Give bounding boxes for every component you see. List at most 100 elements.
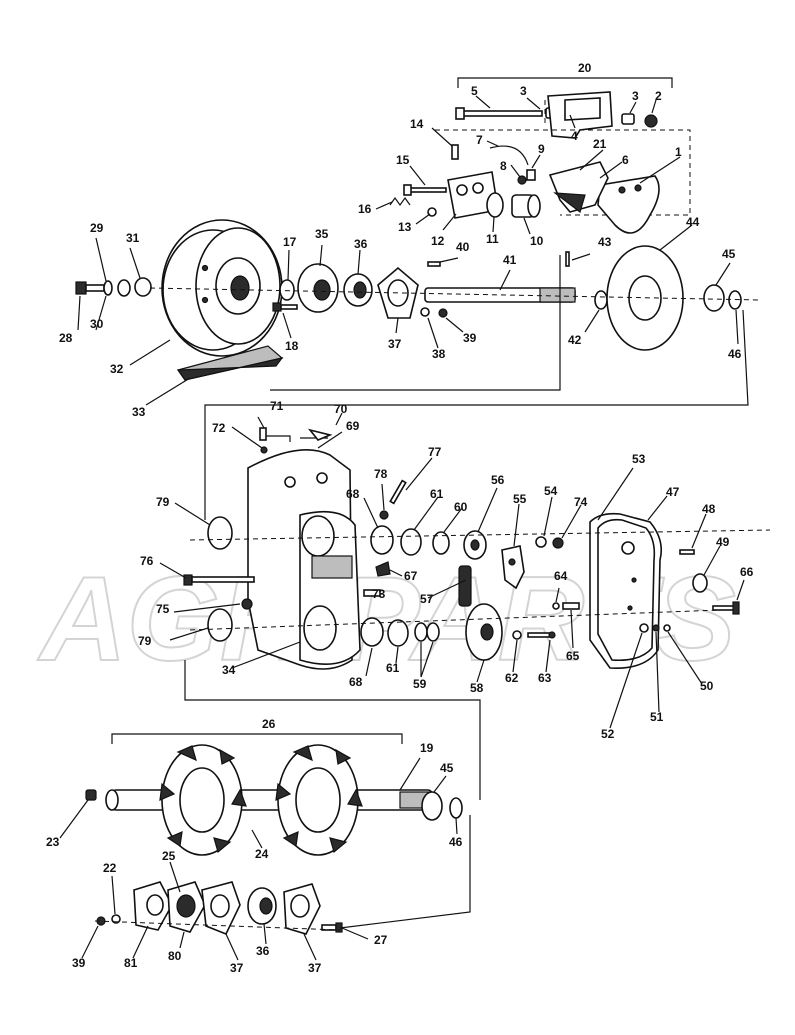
screw-43[interactable]	[565, 251, 570, 267]
fitting-67[interactable]	[375, 561, 391, 577]
bearing-60[interactable]	[432, 531, 450, 555]
jackshaft-41[interactable]	[424, 287, 576, 303]
chaincase-34[interactable]	[299, 510, 361, 666]
pin-73[interactable]	[363, 589, 381, 597]
flange-37-bottom-right[interactable]	[283, 883, 321, 935]
brake-pad-11[interactable]	[486, 192, 504, 218]
tensioner-55[interactable]	[501, 545, 525, 590]
label-41: 41	[503, 253, 517, 267]
spring-16[interactable]	[389, 196, 411, 207]
chaincase-cover-1[interactable]	[597, 175, 660, 234]
label-5: 5	[471, 84, 478, 98]
shaft-65[interactable]	[562, 602, 580, 610]
screw-18[interactable]	[272, 302, 298, 312]
washer-30[interactable]	[117, 279, 131, 297]
bolt-77[interactable]	[389, 479, 407, 505]
key-40[interactable]	[427, 261, 441, 267]
sprocket-58[interactable]	[465, 603, 503, 661]
bearing-68-top[interactable]	[370, 525, 394, 555]
label-15: 15	[396, 153, 410, 167]
nut-39-top[interactable]	[438, 308, 448, 318]
ring-61-top[interactable]	[400, 528, 422, 556]
chain-57[interactable]	[458, 565, 472, 607]
brake-arm-6[interactable]	[548, 161, 609, 214]
label-62: 62	[505, 671, 519, 685]
washer-64[interactable]	[552, 602, 560, 610]
bearing-36-top[interactable]	[343, 273, 373, 307]
washer-17[interactable]	[279, 279, 295, 301]
label-22: 22	[103, 861, 117, 875]
bearing-45-bottom[interactable]	[421, 791, 443, 821]
sprocket-56[interactable]	[463, 530, 487, 560]
nut-75[interactable]	[241, 598, 253, 610]
mount-bracket-4[interactable]	[547, 91, 613, 139]
sprocket-wheel-left[interactable]	[159, 744, 247, 856]
sprocket-wheel-right[interactable]	[275, 744, 363, 856]
nut-8[interactable]	[517, 175, 527, 185]
label-46b: 46	[449, 835, 463, 849]
spacer-59-b[interactable]	[426, 622, 440, 642]
bleeder-14[interactable]	[451, 144, 459, 160]
label-39: 39	[463, 331, 477, 345]
snap-ring-46-bottom[interactable]	[449, 797, 463, 819]
bearing-flange-35[interactable]	[297, 263, 339, 313]
washer-54[interactable]	[535, 536, 547, 548]
bolt-27[interactable]	[321, 922, 343, 933]
label-33: 33	[132, 405, 146, 419]
lockwasher-38-top[interactable]	[420, 307, 430, 317]
label-7: 7	[476, 133, 483, 147]
plug-78[interactable]	[379, 510, 389, 520]
caliper-12[interactable]	[447, 171, 499, 219]
label-32: 32	[110, 362, 124, 376]
drive-axle-19[interactable]	[105, 789, 433, 811]
label-81: 81	[124, 956, 138, 970]
vent-71[interactable]	[259, 427, 267, 441]
cap-23[interactable]	[85, 789, 97, 801]
nut-2[interactable]	[644, 114, 658, 128]
spacer-31[interactable]	[134, 277, 152, 297]
ring-61-bottom[interactable]	[387, 619, 409, 647]
label-45: 45	[722, 247, 736, 261]
washer-62[interactable]	[512, 630, 522, 640]
washer-50[interactable]	[663, 624, 671, 632]
lockwasher-22[interactable]	[111, 914, 121, 924]
pin-9[interactable]	[526, 169, 536, 181]
drive-pulley-32[interactable]	[161, 219, 283, 357]
lockwasher-29[interactable]	[103, 280, 113, 296]
flange-37-bottom-left[interactable]	[201, 881, 241, 936]
label-67: 67	[404, 569, 418, 583]
plug-49[interactable]	[692, 573, 708, 593]
label-31: 31	[126, 231, 140, 245]
drive-belt-33[interactable]	[176, 345, 284, 381]
bolt-28[interactable]	[75, 281, 105, 295]
label-54: 54	[544, 484, 558, 498]
label-77: 77	[428, 445, 442, 459]
bushing-3-right[interactable]	[621, 113, 635, 125]
flange-81[interactable]	[133, 881, 173, 931]
bearing-45-top[interactable]	[703, 284, 725, 312]
hose-7[interactable]	[489, 145, 529, 166]
breather-70[interactable]	[307, 428, 333, 441]
screw-51[interactable]	[652, 624, 660, 632]
bolt-5[interactable]	[455, 107, 543, 120]
bolt-15[interactable]	[403, 184, 447, 196]
bearing-68-bottom[interactable]	[360, 617, 384, 647]
brake-puck-10[interactable]	[511, 194, 541, 218]
snap-ring-42[interactable]	[594, 290, 608, 310]
bolt-66[interactable]	[712, 601, 740, 615]
screw-48[interactable]	[679, 549, 695, 555]
nut-74[interactable]	[552, 537, 564, 549]
bearing-36-bottom[interactable]	[247, 887, 277, 925]
plug-72[interactable]	[260, 446, 268, 454]
bolt-76[interactable]	[183, 574, 255, 586]
seal-79-top[interactable]	[207, 516, 233, 550]
chaincase-cover-53[interactable]	[589, 512, 663, 669]
label-14: 14	[410, 117, 424, 131]
label-51: 51	[650, 710, 664, 724]
flange-80[interactable]	[167, 881, 206, 933]
seal-79-bottom[interactable]	[207, 608, 233, 642]
flange-37-top[interactable]	[377, 266, 419, 319]
ring-52[interactable]	[639, 623, 649, 633]
spacer-59-a[interactable]	[414, 622, 428, 642]
bolt-63[interactable]	[527, 631, 556, 639]
